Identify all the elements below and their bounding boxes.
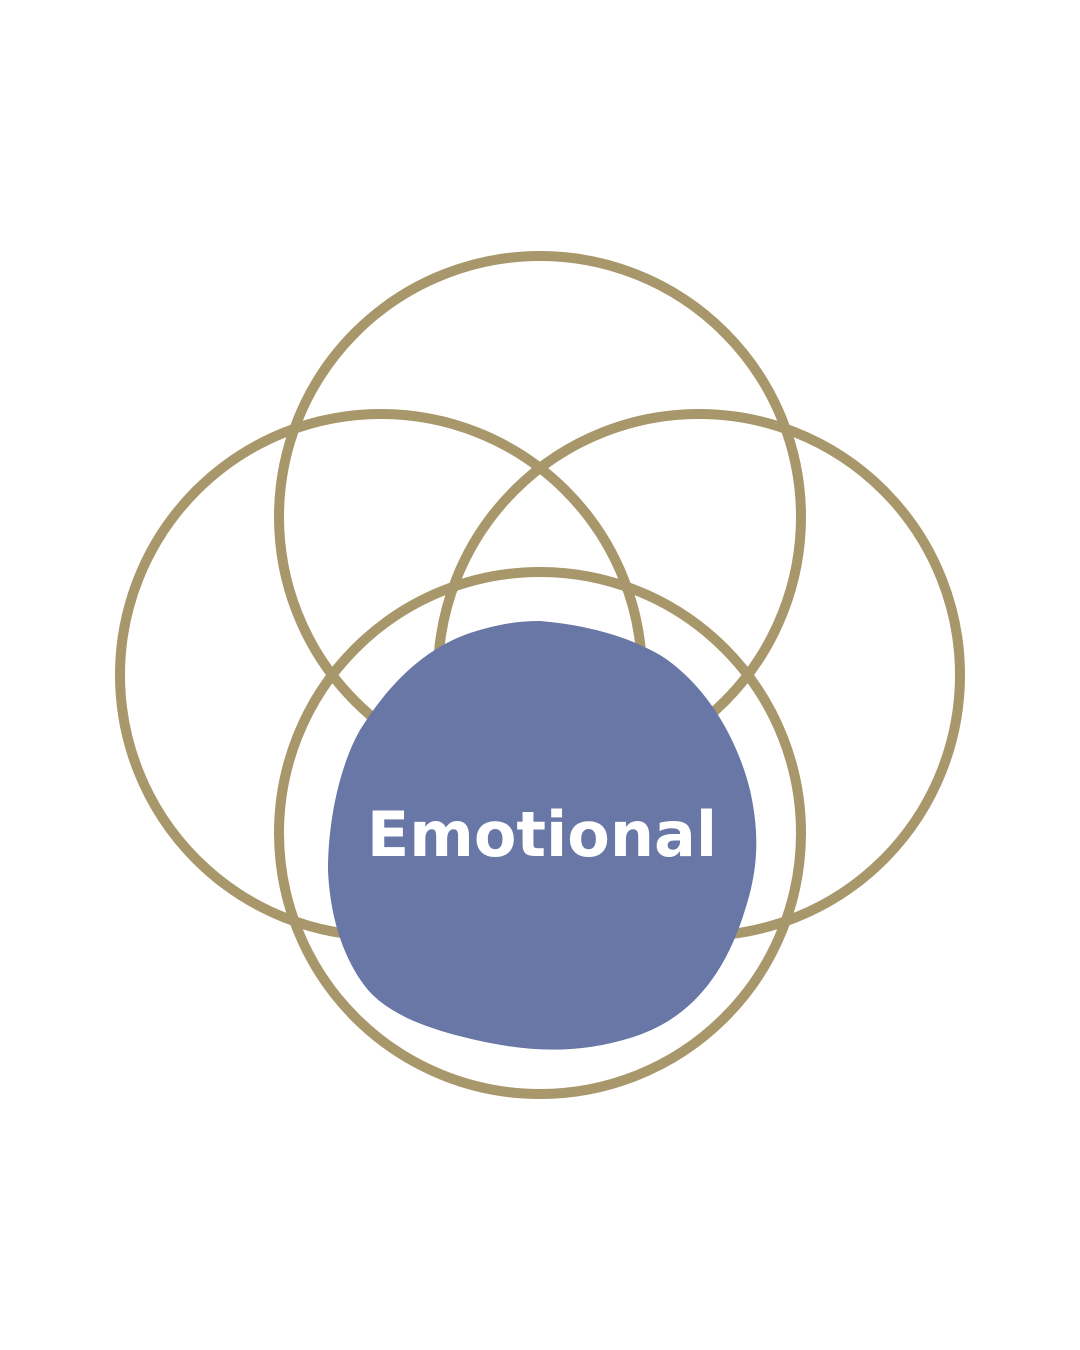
circle-bottom (274, 567, 806, 1099)
emotional-label: Emotional (366, 798, 718, 871)
emotional-highlight-blob[interactable] (328, 621, 757, 1050)
